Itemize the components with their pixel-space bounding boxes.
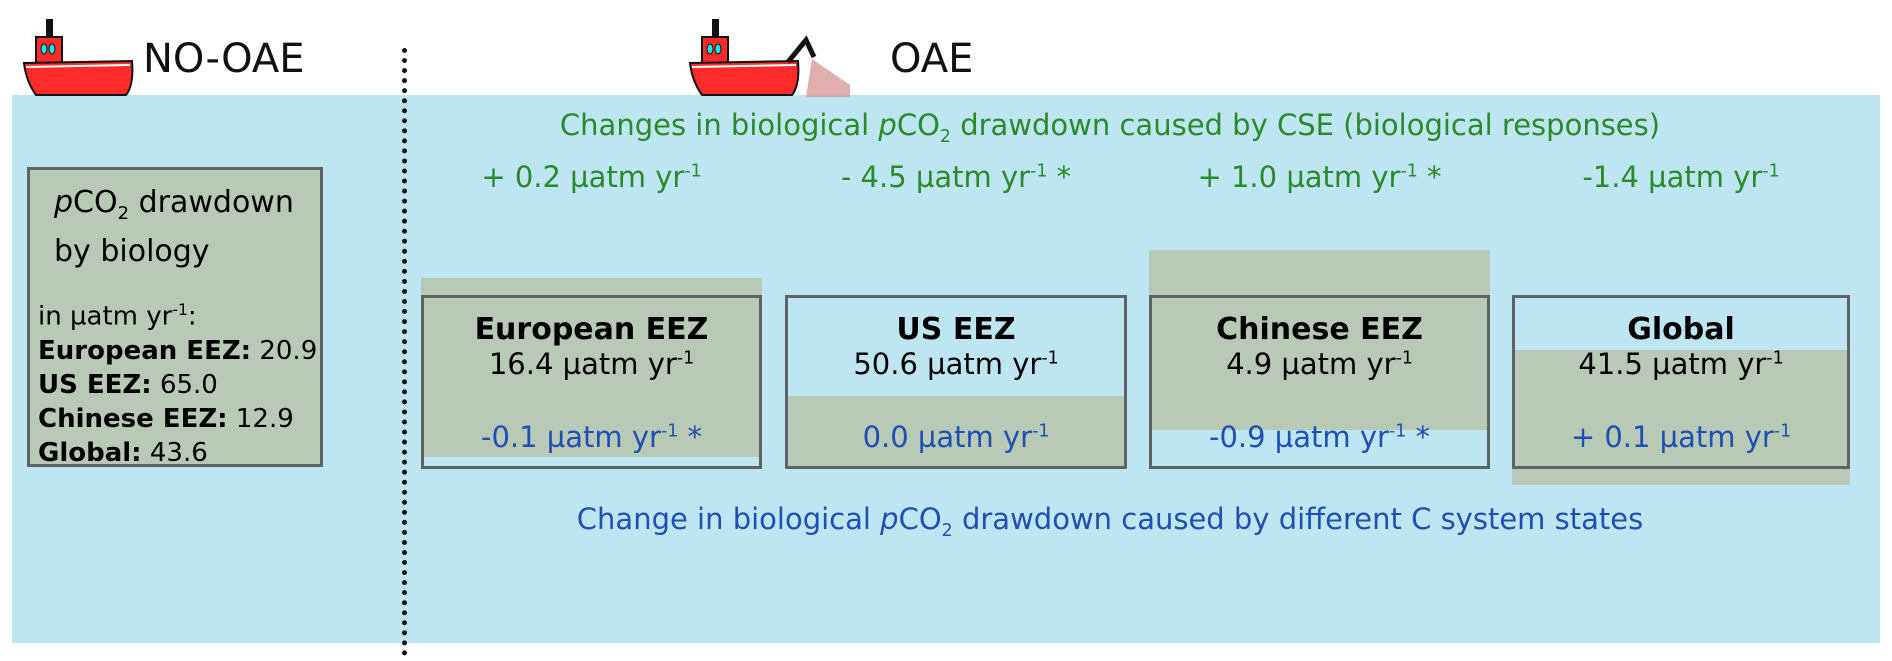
ship-with-alkalinity-sprayer-icon	[688, 19, 850, 97]
region-box: US EEZ 50.6 µatm yr-1	[785, 295, 1127, 469]
divider-dotted-line	[402, 48, 407, 656]
list-item: US EEZ: 65.0	[38, 369, 218, 400]
region-name: Chinese EEZ	[1216, 312, 1423, 347]
cse-change: -1.4 µatm yr-1	[1582, 160, 1780, 194]
oae-label: OAE	[890, 36, 974, 82]
unit-label: in µatm yr-1:	[38, 301, 197, 332]
region-name: US EEZ	[896, 312, 1016, 347]
no-oae-label: NO-OAE	[143, 36, 305, 82]
bottom-title: Change in biological pCO2 drawdown cause…	[576, 502, 1644, 541]
cse-change: + 1.0 µatm yr-1 *	[1197, 160, 1442, 194]
list-item: Chinese EEZ: 12.9	[38, 403, 294, 434]
region-box: Global 41.5 µatm yr-1	[1512, 295, 1850, 469]
region-box: Chinese EEZ 4.9 µatm yr-1	[1149, 295, 1490, 469]
ship-icon	[22, 19, 134, 96]
european-biology-fill	[421, 278, 762, 457]
cse-change: - 4.5 µatm yr-1 *	[840, 160, 1072, 194]
chinese-biology-fill	[1149, 250, 1490, 430]
c-system-change: + 0.1 µatm yr-1	[1570, 420, 1792, 454]
c-system-change: 0.0 µatm yr-1	[862, 420, 1050, 454]
region-name: Global	[1627, 312, 1735, 347]
region-value: 50.6 µatm yr-1	[853, 347, 1059, 381]
region-value: 41.5 µatm yr-1	[1578, 347, 1784, 381]
region-value: 4.9 µatm yr-1	[1226, 347, 1413, 381]
region-name: European EEZ	[474, 312, 709, 347]
c-system-change: -0.9 µatm yr-1 *	[1208, 420, 1430, 454]
region-box: European EEZ 16.4 µatm yr-1	[421, 295, 762, 469]
cse-change: + 0.2 µatm yr-1	[481, 160, 702, 194]
top-title: Changes in biological pCO2 drawdown caus…	[559, 108, 1661, 147]
c-system-change: -0.1 µatm yr-1 *	[480, 420, 702, 454]
list-item: Global: 43.6	[38, 437, 208, 468]
us-biology-fill	[785, 396, 1127, 468]
region-value: 16.4 µatm yr-1	[488, 347, 695, 381]
global-biology-fill	[1512, 350, 1850, 485]
list-item: European EEZ: 20.9	[38, 335, 318, 366]
